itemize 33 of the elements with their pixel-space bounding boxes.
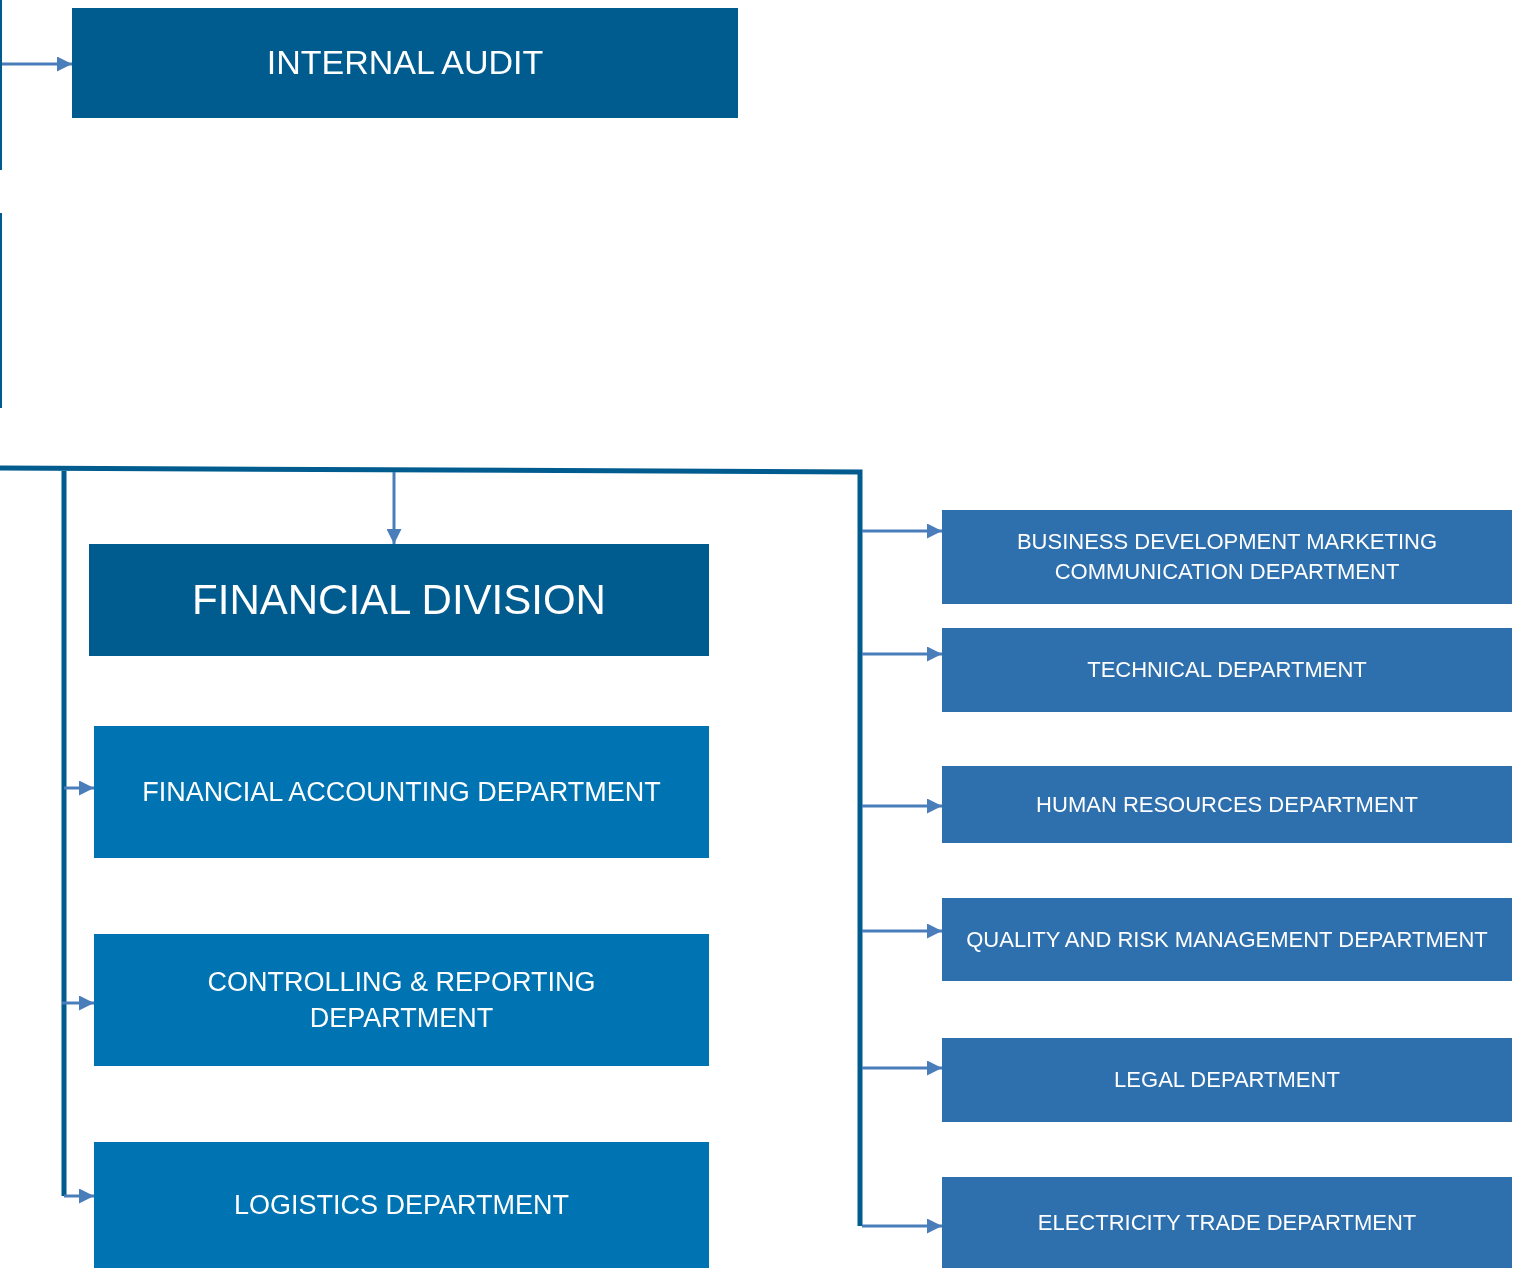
arrow (64, 780, 94, 796)
arrow (862, 1218, 942, 1234)
department-box (942, 1038, 1512, 1122)
box-label: QUALITY AND RISK MANAGEMENT DEPARTMENT (966, 925, 1488, 954)
arrow (862, 523, 942, 539)
audit-box (72, 8, 738, 118)
arrow (862, 923, 942, 939)
box-label: LOGISTICS DEPARTMENT (233, 1188, 570, 1222)
arrow (64, 1188, 94, 1204)
department-box (94, 1142, 709, 1268)
arrow (386, 472, 402, 544)
arrow (862, 1060, 942, 1076)
arrow (2, 56, 72, 72)
department-box (94, 934, 709, 1066)
box-label: LEGAL DEPARTMENT (1114, 1066, 1340, 1095)
department-box (942, 1177, 1512, 1268)
department-box (942, 898, 1512, 981)
division-box (89, 544, 709, 656)
box-label: TECHNICAL DEPARTMENT (1087, 656, 1367, 685)
box-label: CONTROLLING & REPORTING DEPARTMENT (206, 965, 597, 1035)
box-label: FINANCIAL DIVISION (192, 574, 606, 625)
box-label: FINANCIAL ACCOUNTING DEPARTMENT (142, 775, 661, 809)
arrow (62, 995, 94, 1011)
box-label: BUSINESS DEVELOPMENT MARKETING COMMUNICATION DEPARTMENT (1015, 528, 1439, 586)
box-label: HUMAN RESOURCES DEPARTMENT (1036, 790, 1418, 819)
arrow (862, 646, 942, 662)
department-box (942, 766, 1512, 843)
box-label: INTERNAL AUDIT (266, 42, 544, 84)
box-label: ELECTRICITY TRADE DEPARTMENT (1037, 1208, 1417, 1237)
department-box (942, 510, 1512, 604)
arrow (862, 798, 942, 814)
department-box (94, 726, 709, 858)
department-box (942, 628, 1512, 712)
